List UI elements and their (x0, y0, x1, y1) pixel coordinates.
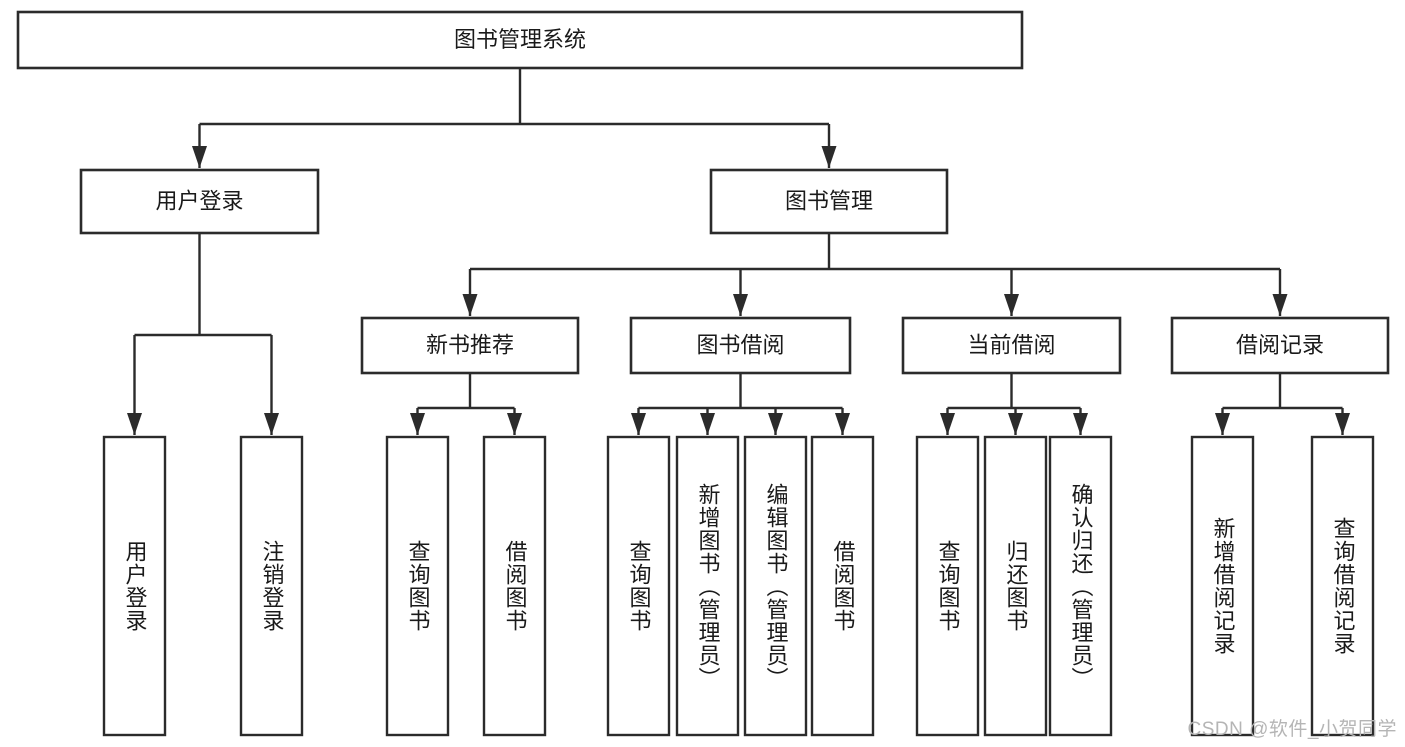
arrow-head-icon (127, 413, 142, 435)
arrow-head-icon (1272, 294, 1288, 316)
node-leaf-query-book-2[interactable] (606, 435, 671, 737)
node-book-borrow[interactable] (629, 316, 852, 375)
node-leaf-user-logout[interactable] (239, 435, 304, 737)
arrow-head-icon (1335, 413, 1350, 435)
node-label-current-borrow: 当前借阅 (967, 332, 1055, 357)
arrow-head-icon (1008, 413, 1023, 435)
node-leaf-confirm-return-admin[interactable] (1048, 435, 1113, 737)
node-book-manage[interactable] (709, 168, 949, 235)
node-leaf-query-book-3[interactable] (915, 435, 980, 737)
node-borrow-record[interactable] (1170, 316, 1390, 375)
node-label-borrow-record: 借阅记录 (1236, 332, 1324, 357)
arrow-head-icon (835, 413, 850, 435)
arrow-head-icon (1073, 413, 1088, 435)
arrow-head-icon (192, 146, 207, 168)
arrow-head-icon (1004, 294, 1019, 316)
node-leaf-add-borrow-record[interactable] (1190, 435, 1255, 737)
node-new-book-recommend[interactable] (360, 316, 580, 375)
node-label-book-manage: 图书管理 (785, 188, 873, 213)
arrow-head-icon (733, 294, 748, 316)
csdn-watermark: CSDN @软件_小贺同学 (1187, 719, 1397, 740)
arrow-head-icon (700, 413, 715, 435)
node-current-borrow[interactable] (901, 316, 1122, 375)
arrow-head-icon (1215, 413, 1230, 435)
node-user-login[interactable] (79, 168, 320, 235)
node-boxes-group (16, 10, 1390, 737)
node-leaf-add-book-admin[interactable] (675, 435, 740, 737)
node-leaf-borrow-book-1[interactable] (482, 435, 547, 737)
node-root[interactable] (16, 10, 1024, 70)
arrow-head-icon (821, 146, 837, 168)
arrow-head-icon (507, 413, 522, 435)
node-leaf-edit-book-admin[interactable] (743, 435, 808, 737)
node-leaf-query-borrow-record[interactable] (1310, 435, 1375, 737)
arrow-head-icon (410, 413, 425, 435)
node-leaf-borrow-book-2[interactable] (810, 435, 875, 737)
connector-edges-group (127, 68, 1350, 435)
arrow-head-icon (462, 294, 478, 316)
arrow-head-icon (768, 413, 783, 435)
node-label-book-borrow: 图书借阅 (696, 332, 784, 357)
arrow-head-icon (631, 413, 646, 435)
node-leaf-query-book-1[interactable] (385, 435, 450, 737)
node-leaf-user-login[interactable] (102, 435, 167, 737)
node-leaf-return-book[interactable] (983, 435, 1048, 737)
arrow-head-icon (264, 413, 279, 435)
node-label-new-book-recommend: 新书推荐 (426, 332, 514, 357)
node-label-root: 图书管理系统 (454, 27, 586, 52)
arrow-head-icon (940, 413, 955, 435)
node-label-user-login: 用户登录 (155, 188, 243, 213)
